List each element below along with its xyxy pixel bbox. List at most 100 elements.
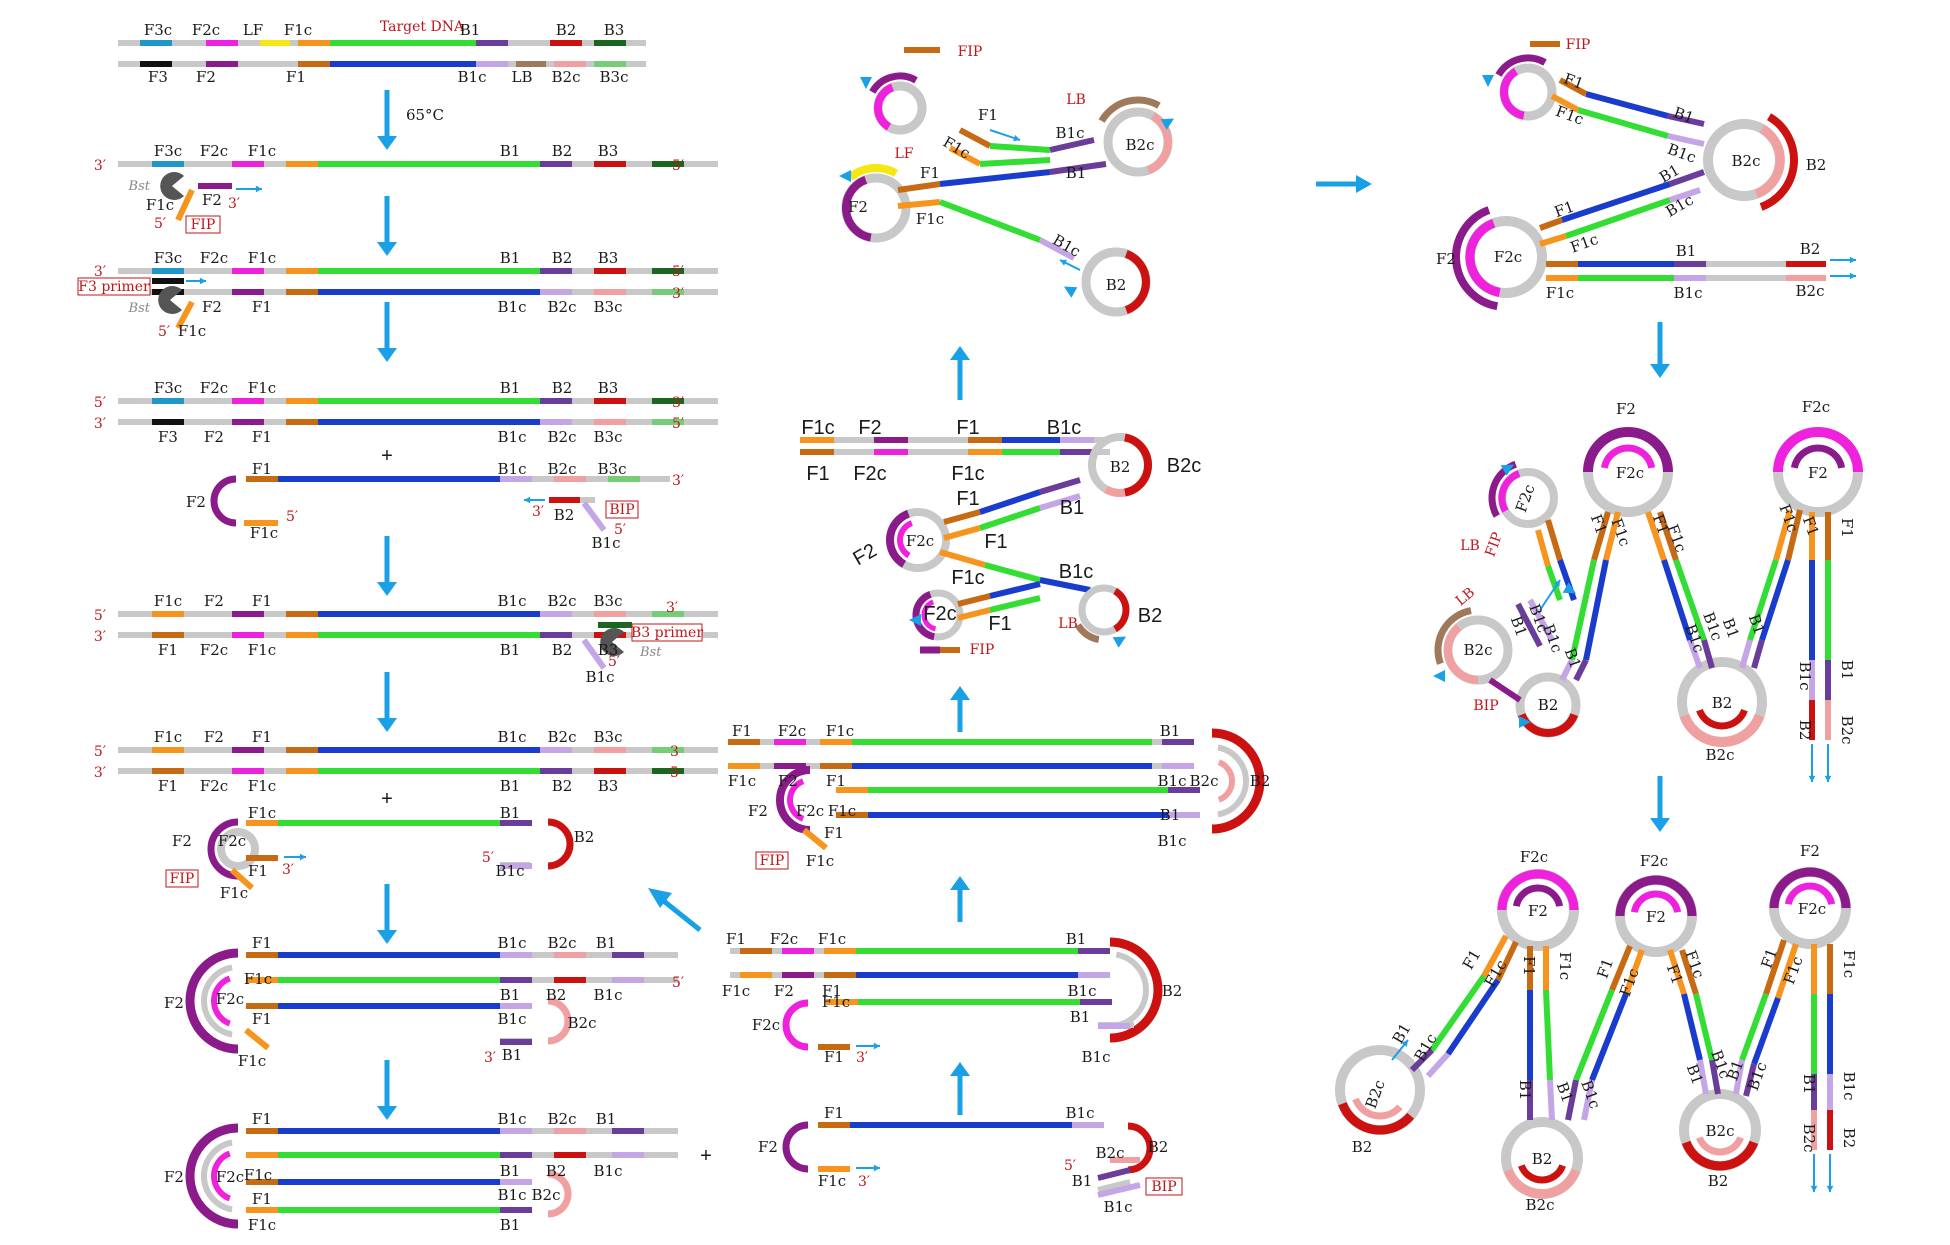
label-f2: F2 <box>204 592 224 610</box>
label-b2: B2 <box>574 828 595 846</box>
label-b2c: B2c <box>548 460 577 478</box>
label-b2c: B2c <box>1526 1196 1555 1214</box>
arc-B2 <box>547 818 574 870</box>
label-f2: F2 <box>202 298 222 316</box>
label-temp: 65°C <box>406 106 444 124</box>
label-f2c: F2c <box>1512 482 1539 515</box>
strand-F1c <box>802 827 828 851</box>
strand-F1c <box>1623 948 1645 996</box>
arc-B2c <box>1104 485 1126 497</box>
arc-gray <box>1217 744 1249 818</box>
arc-B2 <box>1517 712 1579 737</box>
label-b3-primer: B3 primer <box>631 625 703 641</box>
label-lb: LB <box>1066 92 1086 108</box>
label-b1: B1 <box>1516 1080 1534 1101</box>
label-b1: B1 <box>1072 1172 1093 1190</box>
label-f1: F1 <box>252 298 272 316</box>
label-b1c: B1c <box>498 428 527 446</box>
label-prime3: 3′ <box>94 158 106 174</box>
strand-F1 <box>1538 217 1564 231</box>
label-f1: F1 <box>252 1110 272 1128</box>
label-b2c: B2c <box>548 428 577 446</box>
arc-F2c <box>1630 890 1682 914</box>
label-fip: FIP <box>760 853 785 869</box>
loop-arrow-head <box>839 170 851 182</box>
strand-target_top <box>1569 559 1597 661</box>
label-f1c: F1c <box>1840 950 1858 978</box>
loop-arrow-head <box>1519 716 1531 728</box>
strand-target_bottom <box>1039 577 1091 593</box>
strand-F1 <box>957 593 991 607</box>
arc-B2 <box>1109 937 1163 1043</box>
label-b2: B2 <box>1806 156 1827 174</box>
strand-B1c <box>581 638 607 670</box>
label-b1: B1 <box>500 142 521 160</box>
label-f3c: F3c <box>154 142 182 160</box>
label-b2c: B2c <box>1190 772 1219 790</box>
label-b1c: B1c <box>498 1186 527 1204</box>
label-f2: F2 <box>758 1138 778 1156</box>
label-prime3: 3′ <box>672 286 684 302</box>
arc-B2 <box>1696 708 1748 730</box>
label-f2: F2 <box>1528 902 1548 920</box>
loop-arrow-head <box>1500 464 1515 476</box>
strand-target_top <box>989 595 1041 613</box>
label-b2: B2 <box>1532 1150 1553 1168</box>
strand-F1c <box>939 549 986 568</box>
label-b1: B1 <box>1160 806 1181 824</box>
arc-F2 <box>1615 875 1697 917</box>
bst-polymerase-icon <box>158 286 182 315</box>
strand-target_top <box>1573 988 1615 1082</box>
strand-target_top <box>1693 993 1715 1061</box>
arc-B2c <box>547 1170 572 1218</box>
process-arrow-head <box>1650 818 1670 832</box>
strand-target_bottom <box>1561 181 1671 223</box>
extension-arrow-head <box>1401 1040 1408 1047</box>
label-b1: B1 <box>500 641 521 659</box>
label-f3: F3 <box>158 428 178 446</box>
arc-B2 <box>1127 1122 1154 1174</box>
strand-B1 <box>1573 658 1589 682</box>
label-f2: F2 <box>848 198 868 216</box>
label-bip: BIP <box>1473 698 1498 714</box>
strand-F1 <box>1558 77 1588 97</box>
strand-F1 <box>897 181 941 193</box>
label-b2c: B2c <box>1706 1122 1735 1140</box>
label-f2: F2 <box>774 982 794 1000</box>
label-prime3: 3′ <box>672 473 684 489</box>
arc-F2 <box>1495 54 1547 77</box>
arc-F2c <box>1773 427 1863 473</box>
label-f2: F2 <box>172 832 192 850</box>
label-f1c: F1c <box>248 249 276 267</box>
strand-B1 <box>1049 137 1095 153</box>
strand-target_top <box>1673 559 1707 641</box>
label-f1: F1 <box>1587 512 1611 537</box>
label-b1: B1 <box>1683 1062 1707 1087</box>
label-b1: B1 <box>500 804 521 822</box>
label-f1c: F1c <box>250 524 278 542</box>
strand-target_bottom <box>1661 559 1693 641</box>
arc-F2 <box>185 1123 239 1229</box>
strand-F1c <box>1645 511 1667 561</box>
arc-F2 <box>776 766 811 834</box>
label-f2c: F2c <box>853 463 886 485</box>
label-f1: F1 <box>956 417 979 439</box>
label-f1: F1 <box>1593 956 1617 981</box>
strand-B1 <box>1667 113 1705 127</box>
label-prime5: 5′ <box>672 264 684 280</box>
arc-LB <box>1098 96 1161 123</box>
label-prime3: 3′ <box>484 1050 496 1066</box>
label-prime5: 5′ <box>94 395 106 411</box>
label-f1c: F1c <box>248 804 276 822</box>
loop-arrow-head <box>860 77 872 89</box>
arc-gray <box>201 964 233 1038</box>
label-b1c: B1c <box>1840 1072 1858 1101</box>
label-b1c: B1c <box>592 534 621 552</box>
label-b1: B1 <box>1066 164 1087 182</box>
strand-F1c <box>957 607 991 621</box>
label-b2: B2 <box>552 777 573 795</box>
label-b1: B1 <box>596 934 617 952</box>
strand-B1c <box>1669 187 1701 203</box>
strand-B1 <box>1751 639 1765 669</box>
label-f1: F1 <box>252 1010 272 1028</box>
